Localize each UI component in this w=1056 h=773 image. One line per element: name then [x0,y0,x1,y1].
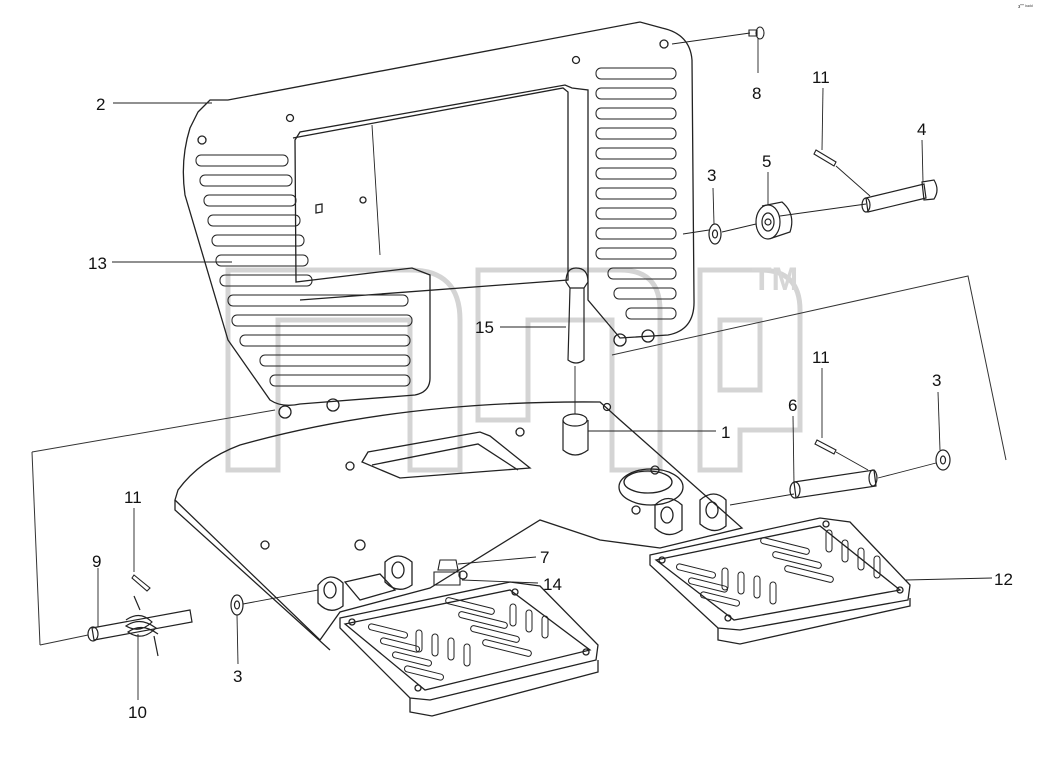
upper-panel-part-2 [182,21,695,419]
callout-13: 13 [88,254,107,273]
pedal-pad-right-part-12 [649,517,911,645]
washers [230,223,951,616]
callout-6: 6 [788,396,797,415]
callout-3: 3 [932,371,941,390]
assembly-outline [31,275,1007,646]
pin-part-15 [565,267,589,364]
roller-part-5 [755,201,793,240]
callout-1: 1 [721,423,730,442]
spring-part-10 [87,595,193,657]
callout-11: 11 [124,488,142,507]
callout-2: 2 [96,95,105,114]
callout-15: 15 [475,318,494,337]
callout-8: 8 [752,84,761,103]
callout-14: 14 [543,575,562,594]
callout-4: 4 [917,120,926,139]
bolt-part-7 [433,559,461,586]
callout-3: 3 [233,667,242,686]
callout-7: 7 [540,548,549,567]
cotter-pins-part-11 [131,149,837,592]
callout-3: 3 [707,166,716,185]
callout-9: 9 [92,552,101,571]
corner-mark: з"" ᵇᵃᵈᵈ [1018,4,1033,10]
callout-5: 5 [762,152,771,171]
leader-lines [97,32,993,700]
pin-part-4 [861,179,938,213]
callout-11: 11 [812,348,830,367]
callout-10: 10 [128,703,147,722]
callout-12: 12 [994,570,1013,589]
pin-part-6 [789,469,878,499]
watermark-logo [225,267,803,473]
screw-part-8 [748,26,765,40]
watermark-tm: TM [752,261,798,297]
bushing [562,413,589,456]
callout-labels: 2 8 11 4 3 5 13 15 11 3 6 1 11 9 7 14 12… [88,68,1013,722]
callout-11: 11 [812,68,830,87]
pedal-pad-left [339,581,599,717]
base-plate-part-1 [174,401,744,651]
